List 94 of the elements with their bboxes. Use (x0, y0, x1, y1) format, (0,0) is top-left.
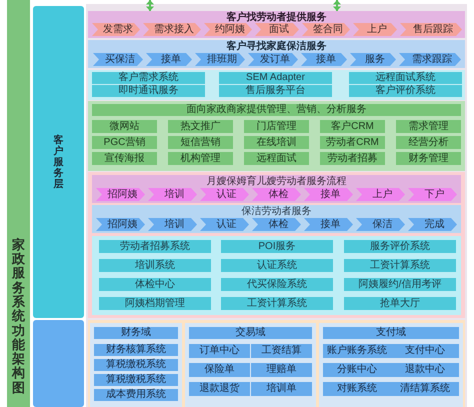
process-step: 完成 (408, 218, 457, 231)
process-step: 买保洁 (93, 53, 143, 66)
process-step: 接单 (304, 218, 353, 231)
process-step: 面试 (255, 23, 299, 36)
system-module: 客户评价系统 (349, 85, 462, 97)
process-step: 需求跟踪 (399, 53, 461, 66)
process-step: 培训 (148, 188, 197, 201)
function-module: 热文推广 (168, 120, 233, 133)
process-step: 保洁 (356, 218, 405, 231)
domain-header-bar: 财务域 (94, 327, 178, 339)
process-step: 体检 (252, 218, 301, 231)
process-step: 签合同 (302, 23, 350, 36)
band-heading: 月嫂保姆育儿嫂劳动者服务流程 (206, 176, 346, 187)
band-heading: 客户找劳动者提供服务 (226, 12, 326, 23)
double-arrow (146, 0, 154, 11)
process-step: 服务 (350, 53, 396, 66)
system-module: 远程面试系统 (349, 72, 462, 84)
system-module: SEM Adapter (219, 72, 332, 84)
layer-label-bar: 客户服务层 (33, 6, 84, 318)
process-band (92, 175, 461, 203)
band-heading: 保洁劳动者服务 (242, 206, 312, 217)
domain-header-bar: 支付域 (323, 327, 459, 339)
domain-module: 账户账务系统 (323, 344, 391, 358)
title-strip: 家政服务系统功能架构图 (7, 0, 30, 407)
process-band (92, 205, 461, 233)
function-module: 经营分析 (396, 136, 461, 149)
process-step: 接单 (301, 53, 347, 66)
system-module: 服务评价系统 (344, 240, 456, 253)
function-module: 在线培训 (244, 136, 309, 149)
band-heading: 客户寻找家庭保洁服务 (226, 41, 326, 52)
section-header-bar: 面向家政商家提供管理、营销、分析服务 (92, 104, 461, 116)
system-module: 认证系统 (221, 259, 333, 272)
process-band (88, 40, 465, 68)
process-step: 招阿姨 (96, 188, 145, 201)
system-module: 售后服务平台 (219, 85, 332, 97)
system-module: 抢单大厅 (344, 297, 456, 310)
function-module: 门店管理 (244, 120, 309, 133)
process-band (88, 11, 465, 38)
system-module: POI服务 (221, 240, 333, 253)
function-module: 机构管理 (168, 152, 233, 165)
process-step: 售后跟踪 (400, 23, 462, 36)
process-step: 认证 (200, 218, 249, 231)
domain-module: 成本费用系统 (94, 389, 178, 401)
process-step: 招阿姨 (96, 218, 145, 231)
process-step: 培训 (148, 218, 197, 231)
process-step: 排班期 (195, 53, 245, 66)
system-module: 体检中心 (99, 278, 211, 291)
function-module: 远程面试 (244, 152, 309, 165)
function-module: 需求管理 (396, 120, 461, 133)
function-module: 劳动者招募 (320, 152, 385, 165)
process-step: 体检 (252, 188, 301, 201)
process-step: 上户 (356, 188, 405, 201)
domain-module: 退款中心 (391, 363, 459, 377)
process-step: 约阿姨 (204, 23, 252, 36)
system-module: 阿姨履约/信用考评 (344, 278, 456, 291)
domain-module: 清结算系统 (391, 382, 459, 396)
domain-module: 算税缴税系统 (94, 359, 178, 371)
domain-module: 财务核算系统 (94, 344, 178, 356)
process-step: 下户 (408, 188, 457, 201)
process-step: 需求接入 (143, 23, 201, 36)
process-step: 发订单 (248, 53, 298, 66)
function-module: 财务管理 (396, 152, 461, 165)
domain-module: 对账系统 (323, 382, 391, 396)
process-step: 接单 (304, 188, 353, 201)
function-module: 宣传海报 (92, 152, 157, 165)
function-module: PGC营销 (92, 136, 157, 149)
domain-module: 算税缴税系统 (94, 374, 178, 386)
system-module: 阿姨档期管理 (99, 297, 211, 310)
function-module: 劳动者CRM (320, 136, 385, 149)
system-module: 工资计算系统 (221, 297, 333, 310)
system-module: 客户需求系统 (92, 72, 205, 84)
process-step: 认证 (200, 188, 249, 201)
domain-module: 订单中心 (189, 344, 250, 358)
domain-module: 支付中心 (391, 344, 459, 358)
domain-module: 理赔单 (251, 363, 312, 377)
function-module: 客户CRM (320, 120, 385, 133)
domain-module: 分账中心 (323, 363, 391, 377)
system-module: 即时通讯服务 (92, 85, 205, 97)
process-step: 上户 (353, 23, 397, 36)
domain-module: 培训单 (251, 382, 312, 396)
double-arrow (333, 0, 341, 11)
function-module: 短信营销 (168, 136, 233, 149)
process-step: 接单 (146, 53, 192, 66)
system-module: 劳动者招募系统 (99, 240, 211, 253)
system-module: 代买保险系统 (221, 278, 333, 291)
function-module: 微网站 (92, 120, 157, 133)
domain-module: 工资结算 (251, 344, 312, 358)
layer-bar (33, 320, 84, 407)
system-module: 工资计算系统 (344, 259, 456, 272)
domain-module: 保险单 (189, 363, 250, 377)
process-step: 发需求 (92, 23, 140, 36)
system-module: 培训系统 (99, 259, 211, 272)
domain-header-bar: 交易域 (189, 327, 312, 339)
domain-module: 退款退货 (189, 382, 250, 396)
